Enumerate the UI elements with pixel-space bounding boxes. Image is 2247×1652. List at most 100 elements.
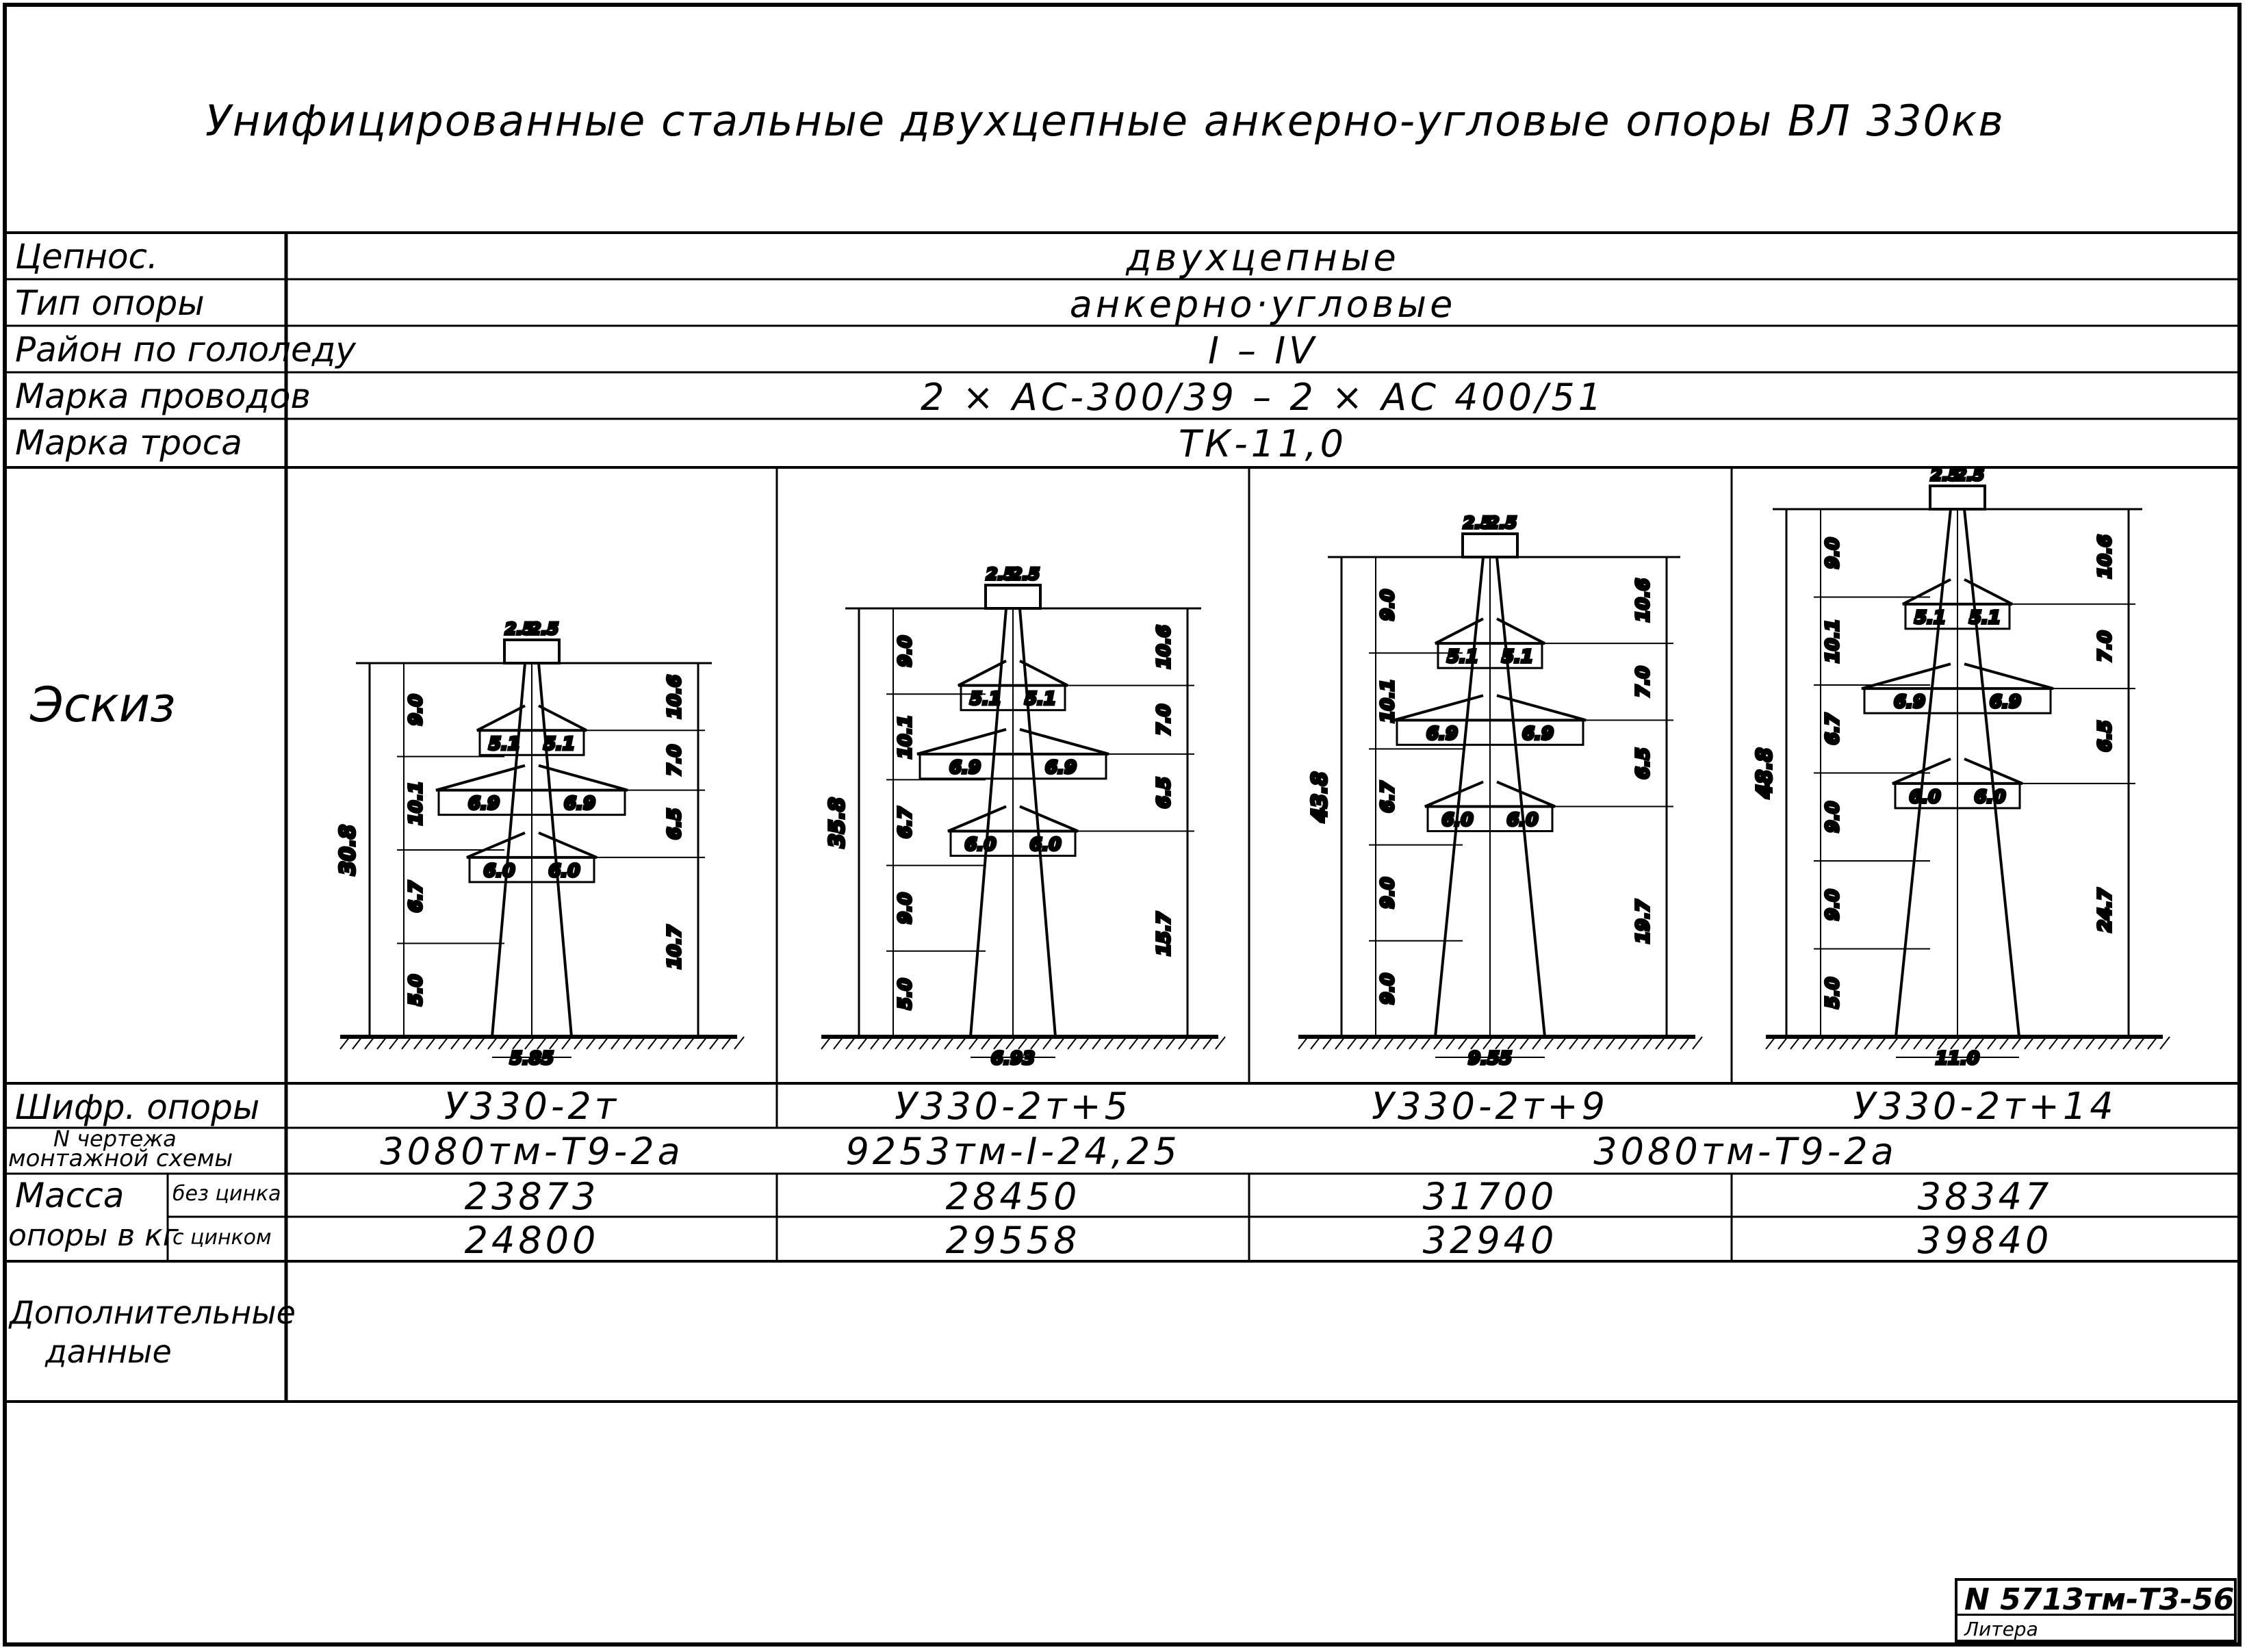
ground-hatch (1178, 1036, 1189, 1050)
mass-with-zinc-3: 32940 (1422, 1219, 1558, 1262)
ground-hatch (1495, 1036, 1506, 1050)
base-dimension: 9.55 (1468, 1048, 1512, 1069)
ground-hatch (1298, 1036, 1309, 1050)
ground-hatch (709, 1036, 720, 1050)
ground-hatch (1372, 1036, 1383, 1050)
ground-hatch (1975, 1036, 1986, 1050)
ground-hatch (574, 1036, 585, 1050)
ground-hatch (1079, 1036, 1090, 1050)
ground-hatch (1153, 1036, 1164, 1050)
ground-hatch (1851, 1036, 1862, 1050)
ground-hatch (598, 1036, 609, 1050)
mass-sub-with-zinc: с цинком (172, 1226, 272, 1250)
ground-hatch (524, 1036, 535, 1050)
mass-with-zinc-2: 29558 (945, 1219, 1081, 1262)
mass-without-zinc-1: 23873 (464, 1175, 600, 1218)
ground-hatch (1901, 1036, 1912, 1050)
row-value-ice-region: I – IV (1207, 329, 1318, 372)
ground-hatch (1987, 1036, 1998, 1050)
left-dimension: 9.0 (406, 694, 426, 725)
left-dimension: 6.7 (1378, 781, 1398, 813)
peak-dimension: 2.5 (1955, 465, 1985, 485)
ground-hatch (721, 1036, 732, 1050)
row-label-circuits: Цепнос. (15, 237, 158, 276)
peak-dimension: 2.5 (530, 619, 559, 638)
ground-hatch (697, 1036, 708, 1050)
ground-hatch (2073, 1036, 2084, 1050)
ground-hatch (1888, 1036, 1899, 1050)
crossarm-dimension: 5.1 (489, 734, 520, 754)
crossarm-dimension: 5.1 (1447, 647, 1478, 667)
peak-box (503, 638, 561, 664)
left-dimension: 9.0 (895, 892, 916, 924)
ground-hatch (672, 1036, 683, 1050)
ground-hatch (401, 1036, 412, 1050)
ground-hatch (1839, 1036, 1850, 1050)
peak-dimension: 2.5 (986, 565, 1016, 584)
base-dimension: 6.93 (991, 1048, 1035, 1069)
row-label-wire-grade: Марка проводов (15, 376, 311, 416)
drawing-number-1: 3080тм-Т9-2а (380, 1130, 684, 1173)
ground-hatch (1421, 1036, 1432, 1050)
ground-hatch (549, 1036, 560, 1050)
right-dimension: 10.6 (1633, 578, 1654, 622)
ground-hatch (1470, 1036, 1481, 1050)
ground-hatch (1790, 1036, 1801, 1050)
left-dimension: 6.7 (1823, 712, 1843, 745)
ground-hatch (376, 1036, 387, 1050)
ground-hatch (426, 1036, 437, 1050)
ground-hatch (647, 1036, 658, 1050)
peak-box (1929, 485, 1986, 511)
mass-label-top: Масса (15, 1176, 125, 1215)
ground-hatch (1482, 1036, 1493, 1050)
ground-hatch (981, 1036, 992, 1050)
ground-hatch (1925, 1036, 1936, 1050)
ground-hatch (364, 1036, 375, 1050)
peak-dimension: 2.5 (1463, 513, 1493, 532)
crossarm-dimension: 5.1 (1969, 608, 2001, 628)
ground-hatch (684, 1036, 695, 1050)
right-dimension: 10.6 (1154, 625, 1174, 669)
row-label-drawing-bottom: монтажной схемы (8, 1145, 233, 1172)
ground-hatch (1581, 1036, 1592, 1050)
ground-hatch (413, 1036, 424, 1050)
right-dimension: 10.7 (665, 925, 685, 969)
stamp-litera: Литера (1964, 1618, 2038, 1640)
crossarm-dimension: 6.9 (1045, 758, 1077, 778)
crossarm-dimension: 6.0 (964, 835, 996, 855)
ground-hatch (870, 1036, 881, 1050)
ground-hatch (1215, 1036, 1226, 1050)
ground-hatch (660, 1036, 671, 1050)
total-height: 35.8 (825, 797, 849, 848)
mass-without-zinc-2: 28450 (945, 1175, 1081, 1218)
ground-hatch (623, 1036, 634, 1050)
row-label-cable-grade: Марка троса (15, 423, 242, 463)
ground-hatch (2135, 1036, 2146, 1050)
left-dimension: 9.0 (1378, 973, 1398, 1005)
ground-hatch (450, 1036, 461, 1050)
ground-hatch (968, 1036, 979, 1050)
ground-hatch (1018, 1036, 1029, 1050)
mass-label-bottom: опоры в кг (8, 1218, 179, 1253)
ground-hatch (993, 1036, 1004, 1050)
ground-hatch (2098, 1036, 2109, 1050)
ground-hatch (1765, 1036, 1776, 1050)
ground-hatch (1384, 1036, 1395, 1050)
crossarm-dimension: 5.1 (1502, 647, 1533, 667)
right-dimension: 10.6 (2095, 534, 2116, 578)
ground-hatch (1655, 1036, 1666, 1050)
ground-hatch (1950, 1036, 1961, 1050)
ground-hatch (463, 1036, 474, 1050)
ground-hatch (2122, 1036, 2133, 1050)
insulator-frame (1426, 805, 1554, 833)
drawing-number-2: 9253тм-I-24,25 (845, 1130, 1181, 1173)
row-label-support-code: Шифр. опоры (15, 1087, 260, 1127)
insulator-frame (960, 684, 1066, 712)
ground-hatch (1104, 1036, 1115, 1050)
insulator-frame (1437, 642, 1543, 669)
ground-hatch (1606, 1036, 1617, 1050)
ground-hatch (1310, 1036, 1321, 1050)
ground-hatch (352, 1036, 363, 1050)
crossarm-dimension: 5.1 (1025, 689, 1056, 710)
